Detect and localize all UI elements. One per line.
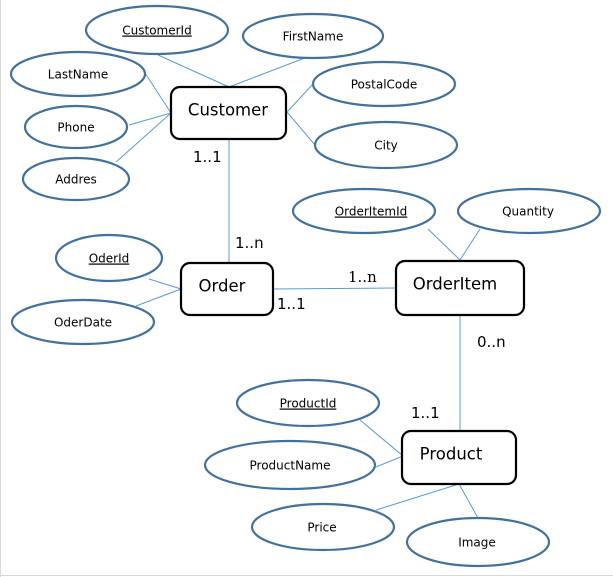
attribute-ellipse	[313, 120, 459, 170]
cardinality-orderitem-to-product: 0..n	[477, 333, 506, 351]
connector-quantity	[459, 228, 481, 261]
attribute-productid[interactable]: ProductId	[235, 378, 381, 428]
connector-order-orderitem	[272, 287, 397, 290]
attribute-customerid[interactable]: CustomerId	[84, 4, 230, 56]
attribute-ellipse	[456, 187, 602, 235]
connector-productid	[359, 419, 404, 457]
entity-label: Product	[420, 445, 483, 464]
connector-customerid	[157, 54, 230, 88]
attribute-ellipse	[21, 156, 131, 202]
entity-box	[169, 85, 288, 141]
attribute-ellipse	[291, 187, 437, 235]
attribute-label: Quantity	[502, 205, 554, 219]
entity-box	[400, 429, 518, 486]
attribute-label: Addres	[55, 173, 97, 187]
attribute-productname[interactable]: ProductName	[203, 439, 377, 491]
entity-orderitem[interactable]: OrderItem	[394, 259, 526, 317]
connector-phone	[128, 112, 172, 126]
cardinality-customer-side: 1..1	[193, 148, 222, 166]
connector-city	[286, 111, 316, 146]
connector-firstname	[228, 55, 311, 88]
entity-label: Order	[199, 277, 246, 296]
attribute-label: PostalCode	[351, 78, 418, 92]
entity-label: OrderItem	[413, 275, 497, 294]
attribute-lastname[interactable]: LastName	[9, 50, 147, 98]
connector-orderitemid	[427, 228, 461, 261]
attribute-ellipse	[23, 104, 129, 150]
attribute-ellipse	[235, 378, 381, 428]
connector-price	[375, 483, 460, 511]
attribute-label: OderId	[89, 252, 130, 266]
attribute-phone[interactable]: Phone	[23, 104, 129, 150]
attribute-ellipse	[9, 50, 147, 98]
entity-box	[179, 261, 275, 317]
connector-oderdate	[135, 288, 182, 307]
entity-customer[interactable]: Customer	[169, 85, 288, 141]
connector-oderid	[148, 278, 182, 290]
attribute-ellipse	[311, 60, 457, 108]
attribute-ellipse	[10, 298, 156, 346]
attribute-label: CustomerId	[122, 24, 191, 38]
attribute-firstname[interactable]: FirstName	[241, 12, 385, 60]
cardinality-product-side: 1..1	[411, 404, 440, 422]
attribute-ellipse	[84, 4, 230, 56]
attribute-label: Price	[307, 521, 336, 535]
attribute-postalcode[interactable]: PostalCode	[311, 60, 457, 108]
attribute-label: ProductId	[280, 397, 337, 411]
entity-product[interactable]: Product	[400, 429, 518, 486]
cardinality-orderitem-side: 1..n	[348, 268, 377, 286]
entity-box	[394, 259, 526, 317]
attribute-label: OderDate	[54, 316, 112, 330]
connector-postalcode	[286, 83, 314, 113]
attribute-label: ProductName	[250, 459, 331, 473]
attribute-label: City	[374, 139, 398, 153]
attribute-ellipse	[203, 439, 377, 491]
attribute-ellipse	[250, 502, 396, 552]
attribute-orderitemid[interactable]: OrderItemId	[291, 187, 437, 235]
connector-lastname	[144, 72, 172, 114]
attribute-ellipse	[241, 12, 385, 60]
entity-order[interactable]: Order	[179, 261, 275, 317]
attribute-city[interactable]: City	[313, 120, 459, 170]
attribute-label: Phone	[57, 121, 94, 135]
attribute-oderdate[interactable]: OderDate	[10, 298, 156, 346]
attribute-quantity[interactable]: Quantity	[456, 187, 602, 235]
entity-label: Customer	[188, 101, 268, 120]
attribute-ellipse	[405, 516, 551, 568]
connector-productname	[375, 455, 404, 468]
attribute-image[interactable]: Image	[405, 516, 551, 568]
connector-addres	[115, 112, 172, 163]
attribute-addres[interactable]: Addres	[21, 156, 131, 202]
attribute-label: OrderItemId	[335, 205, 408, 219]
attribute-label: FirstName	[283, 30, 344, 44]
connector-image	[458, 483, 479, 519]
cardinality-order-side: 1..n	[235, 234, 264, 252]
attribute-price[interactable]: Price	[250, 502, 396, 552]
attribute-oderid[interactable]: OderId	[54, 233, 164, 283]
attribute-ellipse	[54, 233, 164, 283]
attribute-label: LastName	[48, 68, 108, 82]
connectors	[115, 54, 481, 519]
cardinality-order-to-orderitem: 1..1	[277, 295, 306, 313]
attribute-label: Image	[458, 536, 496, 550]
